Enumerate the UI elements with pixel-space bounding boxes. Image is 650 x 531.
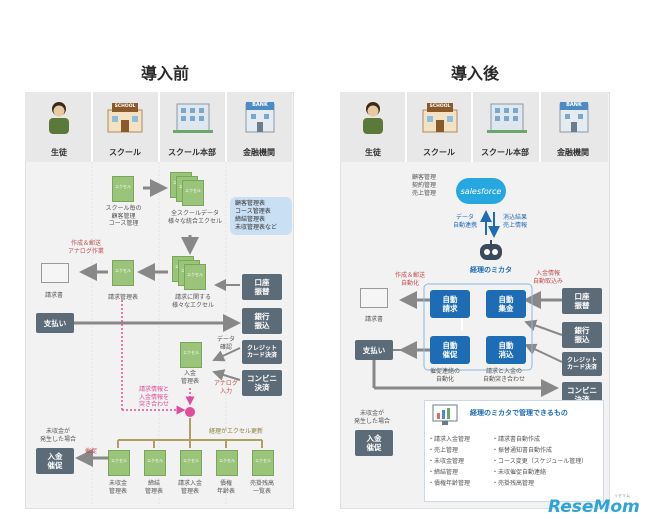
bank-sign: BANK [252, 102, 268, 108]
school-excel-file: エクセル [112, 176, 134, 202]
bottom-file-4: エクセル [252, 450, 274, 476]
invoice-caption-right: 請求書 [364, 316, 383, 323]
actor-student: 生徒 [51, 148, 67, 157]
result-link-caption: 消込結果 売上情報 [502, 214, 527, 229]
resemom-logo: ReseMom [548, 497, 640, 517]
actor-headquarters-right: スクール本部 [481, 148, 529, 157]
payment-box: 支払い [36, 313, 74, 333]
bottom-file-1: エクセル [144, 450, 166, 476]
data-confirm-caption: データ 確認 [216, 336, 235, 351]
create-send-auto-caption: 作成＆郵送 自動化 [394, 272, 425, 287]
nyukin-info-caption: 入金情報 自動取込み [532, 270, 563, 285]
invoice-caption: 請求書 [44, 292, 63, 299]
bank-sign-right: BANK [566, 102, 582, 108]
actor-school-right: スクール [423, 148, 455, 157]
features-col2-item-4: ・売掛残高管理 [492, 480, 535, 487]
school-sign-right: SCHOOL [429, 104, 451, 109]
actor-bank-right: 金融機関 [557, 148, 589, 157]
bottom-file-0: エクセル [108, 450, 130, 476]
bottom-file-3: エクセル [216, 450, 238, 476]
salesforce-items: 顧客管理 契約管理 売上管理 [412, 174, 437, 198]
bottom-file-caption-2: 請求入金 管理表 [177, 480, 202, 495]
auto-remind-box: 自動 催促 [430, 336, 470, 364]
hq-excel-file-3: エクセル [182, 180, 204, 206]
mikata-robot-icon [480, 240, 502, 260]
features-col2-item-2: ・コース変更（スケジュール管理） [492, 458, 588, 465]
excel-list-bubble: 顧客管理表 コース管理表 締結管理表 未収管理表など [230, 197, 292, 236]
mikata-label: 経理のミカタ [470, 266, 512, 274]
salesforce-logo: salesforce [456, 178, 506, 204]
invoice-mgmt-file: エクセル [112, 260, 134, 286]
auto-invoice-box: 自動 請求 [430, 290, 470, 318]
auto-collect-box: 自動 集金 [486, 290, 526, 318]
actor-student-right: 生徒 [365, 148, 381, 157]
features-col1-item-4: ・債権年齢管理 [428, 480, 471, 487]
auto-reconcile-box: 自動 消込 [486, 336, 526, 364]
actor-headquarters: スクール本部 [168, 148, 216, 157]
bank-transfer-box: 銀行 振込 [242, 308, 282, 334]
payment-reminder-box-right: 入金 催促 [355, 430, 393, 456]
bottom-file-caption-0: 未収金 管理表 [108, 480, 127, 495]
nyukin-file: エクセル [180, 342, 202, 368]
payment-box-right: 支払い [355, 340, 393, 360]
invoice-envelope-icon-right [360, 288, 388, 308]
overdue-caption-right: 未収金が 発生した場合 [353, 410, 390, 425]
features-col2-item-1: ・振替通知書自動作成 [492, 447, 553, 454]
school-icon-right [422, 103, 458, 133]
excel-update-caption: 経理がエクセル更新 [208, 428, 263, 435]
bottom-file-caption-1: 締結 管理表 [144, 480, 163, 495]
bottom-file-2: エクセル [180, 450, 202, 476]
match-caption: 請求情報と 入金情報を 突き合わせ [138, 386, 169, 408]
student-icon [49, 102, 69, 134]
school-excel-caption: スクール毎の 顧客管理 コース管理 [105, 205, 142, 227]
actor-school: スクール [109, 148, 141, 157]
bottom-file-caption-3: 債権 年齢表 [216, 480, 235, 495]
account-transfer-box-right: 口座 振替 [562, 288, 602, 314]
invoice-excel-caption: 請求に関する 様々なエクセル [171, 294, 214, 309]
features-col2-item-0: ・請求書自動作成 [492, 436, 541, 443]
school-sign: SCHOOL [114, 104, 136, 109]
bottom-file-caption-4: 売掛残高 一覧表 [249, 480, 274, 495]
headquarters-icon [173, 103, 213, 133]
analog-input-caption: アナログ 入力 [214, 380, 238, 395]
match-auto-caption: 請求と入金の 自動突き合わせ [482, 368, 525, 383]
features-col2-item-3: ・未収催促自動連絡 [492, 469, 547, 476]
features-col1-item-1: ・売上管理 [428, 447, 459, 454]
actor-bank: 金融機関 [243, 148, 275, 157]
saisoku-caption: 催促 [84, 448, 97, 455]
monitor-chart-icon [432, 404, 458, 425]
features-col1-item-0: ・請求入金管理 [428, 436, 471, 443]
bank-transfer-box-right: 銀行 振込 [562, 322, 602, 348]
invoice-excel-file-3: エクセル [184, 264, 206, 290]
account-transfer-box: 口座 振替 [242, 274, 282, 300]
school-icon [107, 103, 143, 133]
right-title: 導入後 [450, 64, 499, 83]
conbini-box: コンビニ 決済 [242, 370, 282, 396]
invoice-mgmt-caption: 請求管理表 [107, 294, 138, 301]
payment-reminder-box: 入金 催促 [36, 448, 74, 474]
overdue-caption: 未収金が 発生した場合 [39, 428, 76, 443]
nyukin-caption: 入金 管理表 [180, 370, 199, 385]
features-col1-item-3: ・締結管理 [428, 469, 459, 476]
data-link-caption: データ 自動連携 [452, 214, 477, 229]
remind-auto-caption: 催促連絡の 自動化 [429, 368, 460, 383]
student-icon-right [363, 102, 383, 134]
credit-card-box-right: クレジット カード決済 [562, 352, 602, 376]
headquarters-icon-right [487, 103, 527, 133]
bank-icon-right [559, 102, 589, 133]
left-title: 導入前 [140, 64, 189, 83]
hq-excel-caption: 全スクールデータ 様々な統合エクセル [167, 210, 222, 225]
features-title: 経理のミカタで管理できるもの [470, 409, 568, 417]
features-col1-item-2: ・未収金管理 [428, 458, 465, 465]
bank-icon [245, 102, 275, 133]
credit-card-box: クレジット カード決済 [242, 340, 282, 364]
invoice-envelope-icon [41, 263, 69, 283]
create-send-caption: 作成＆郵送 アナログ作業 [68, 240, 104, 255]
resemom-kana: リセマム [614, 493, 630, 498]
